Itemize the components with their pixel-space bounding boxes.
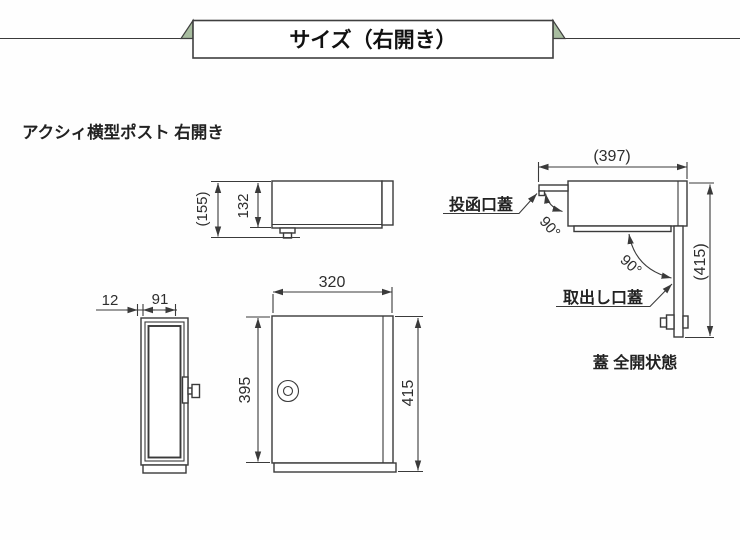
- takeout-lid-leader: [556, 283, 673, 308]
- door-rotation-arc: [627, 233, 672, 279]
- side-view-door-panel: [147, 325, 182, 459]
- product-label: アクシィ横型ポスト 右開き: [22, 122, 224, 142]
- dim-label-415: 415: [400, 380, 417, 407]
- dim-label-397: (397): [593, 148, 630, 165]
- size-banner: サイズ（右開き）: [0, 18, 740, 59]
- side-view: 12 91: [96, 291, 201, 474]
- lid-angle-label: 90°: [536, 213, 564, 241]
- ribbon-fold-right-icon: [552, 18, 567, 40]
- top-view-lock-flange: [279, 227, 296, 234]
- open-state-caption: 蓋 全開状態: [593, 353, 677, 372]
- open-view-mail-slot-lip: [538, 190, 546, 197]
- banner-title: サイズ（右開き）: [289, 28, 456, 52]
- front-view-lock-ring: [276, 379, 300, 403]
- open-view-latch-knob: [659, 317, 668, 328]
- side-view-latch-bar: [181, 376, 189, 404]
- front-view: 320 395 415: [237, 274, 423, 473]
- open-view-latch-tab: [682, 315, 689, 329]
- open-view-body: [567, 180, 688, 227]
- top-view-body: [271, 180, 383, 229]
- mail-slot-lid-label: 投函口蓋: [449, 195, 513, 214]
- side-view-lock-knob: [191, 383, 201, 399]
- dim-label-91: 91: [152, 291, 169, 308]
- front-view-lock-core: [282, 385, 294, 397]
- dim-label-395: 395: [237, 377, 254, 404]
- open-view-latch-plate: [665, 314, 675, 330]
- open-state-view: 90° 90° (397) (415) 投函口蓋 取出し口蓋 蓋 全開状態: [443, 148, 714, 372]
- mail-slot-lid-leader: [443, 193, 538, 215]
- open-view-mail-slot-lid: [538, 184, 569, 192]
- side-view-base: [142, 464, 187, 474]
- dim-label-155: (155): [194, 191, 211, 226]
- dim-label-415-open: (415): [692, 243, 709, 280]
- lid-rotation-arc: [544, 193, 563, 213]
- banner-box: [192, 19, 554, 59]
- dim-label-320: 320: [319, 274, 346, 291]
- open-view-bottom-lip: [573, 225, 672, 233]
- front-view-door: [271, 315, 394, 464]
- front-view-base: [273, 462, 397, 473]
- dim-label-132: 132: [235, 193, 252, 218]
- top-view: (155) 132: [194, 180, 394, 239]
- open-view-takeout-door: [673, 225, 684, 338]
- takeout-lid-label: 取出し口蓋: [563, 288, 643, 307]
- dim-label-12: 12: [102, 292, 119, 309]
- ribbon-fold-left-icon: [179, 18, 194, 40]
- door-angle-label: 90°: [617, 251, 645, 279]
- top-view-lid-edge: [381, 180, 394, 226]
